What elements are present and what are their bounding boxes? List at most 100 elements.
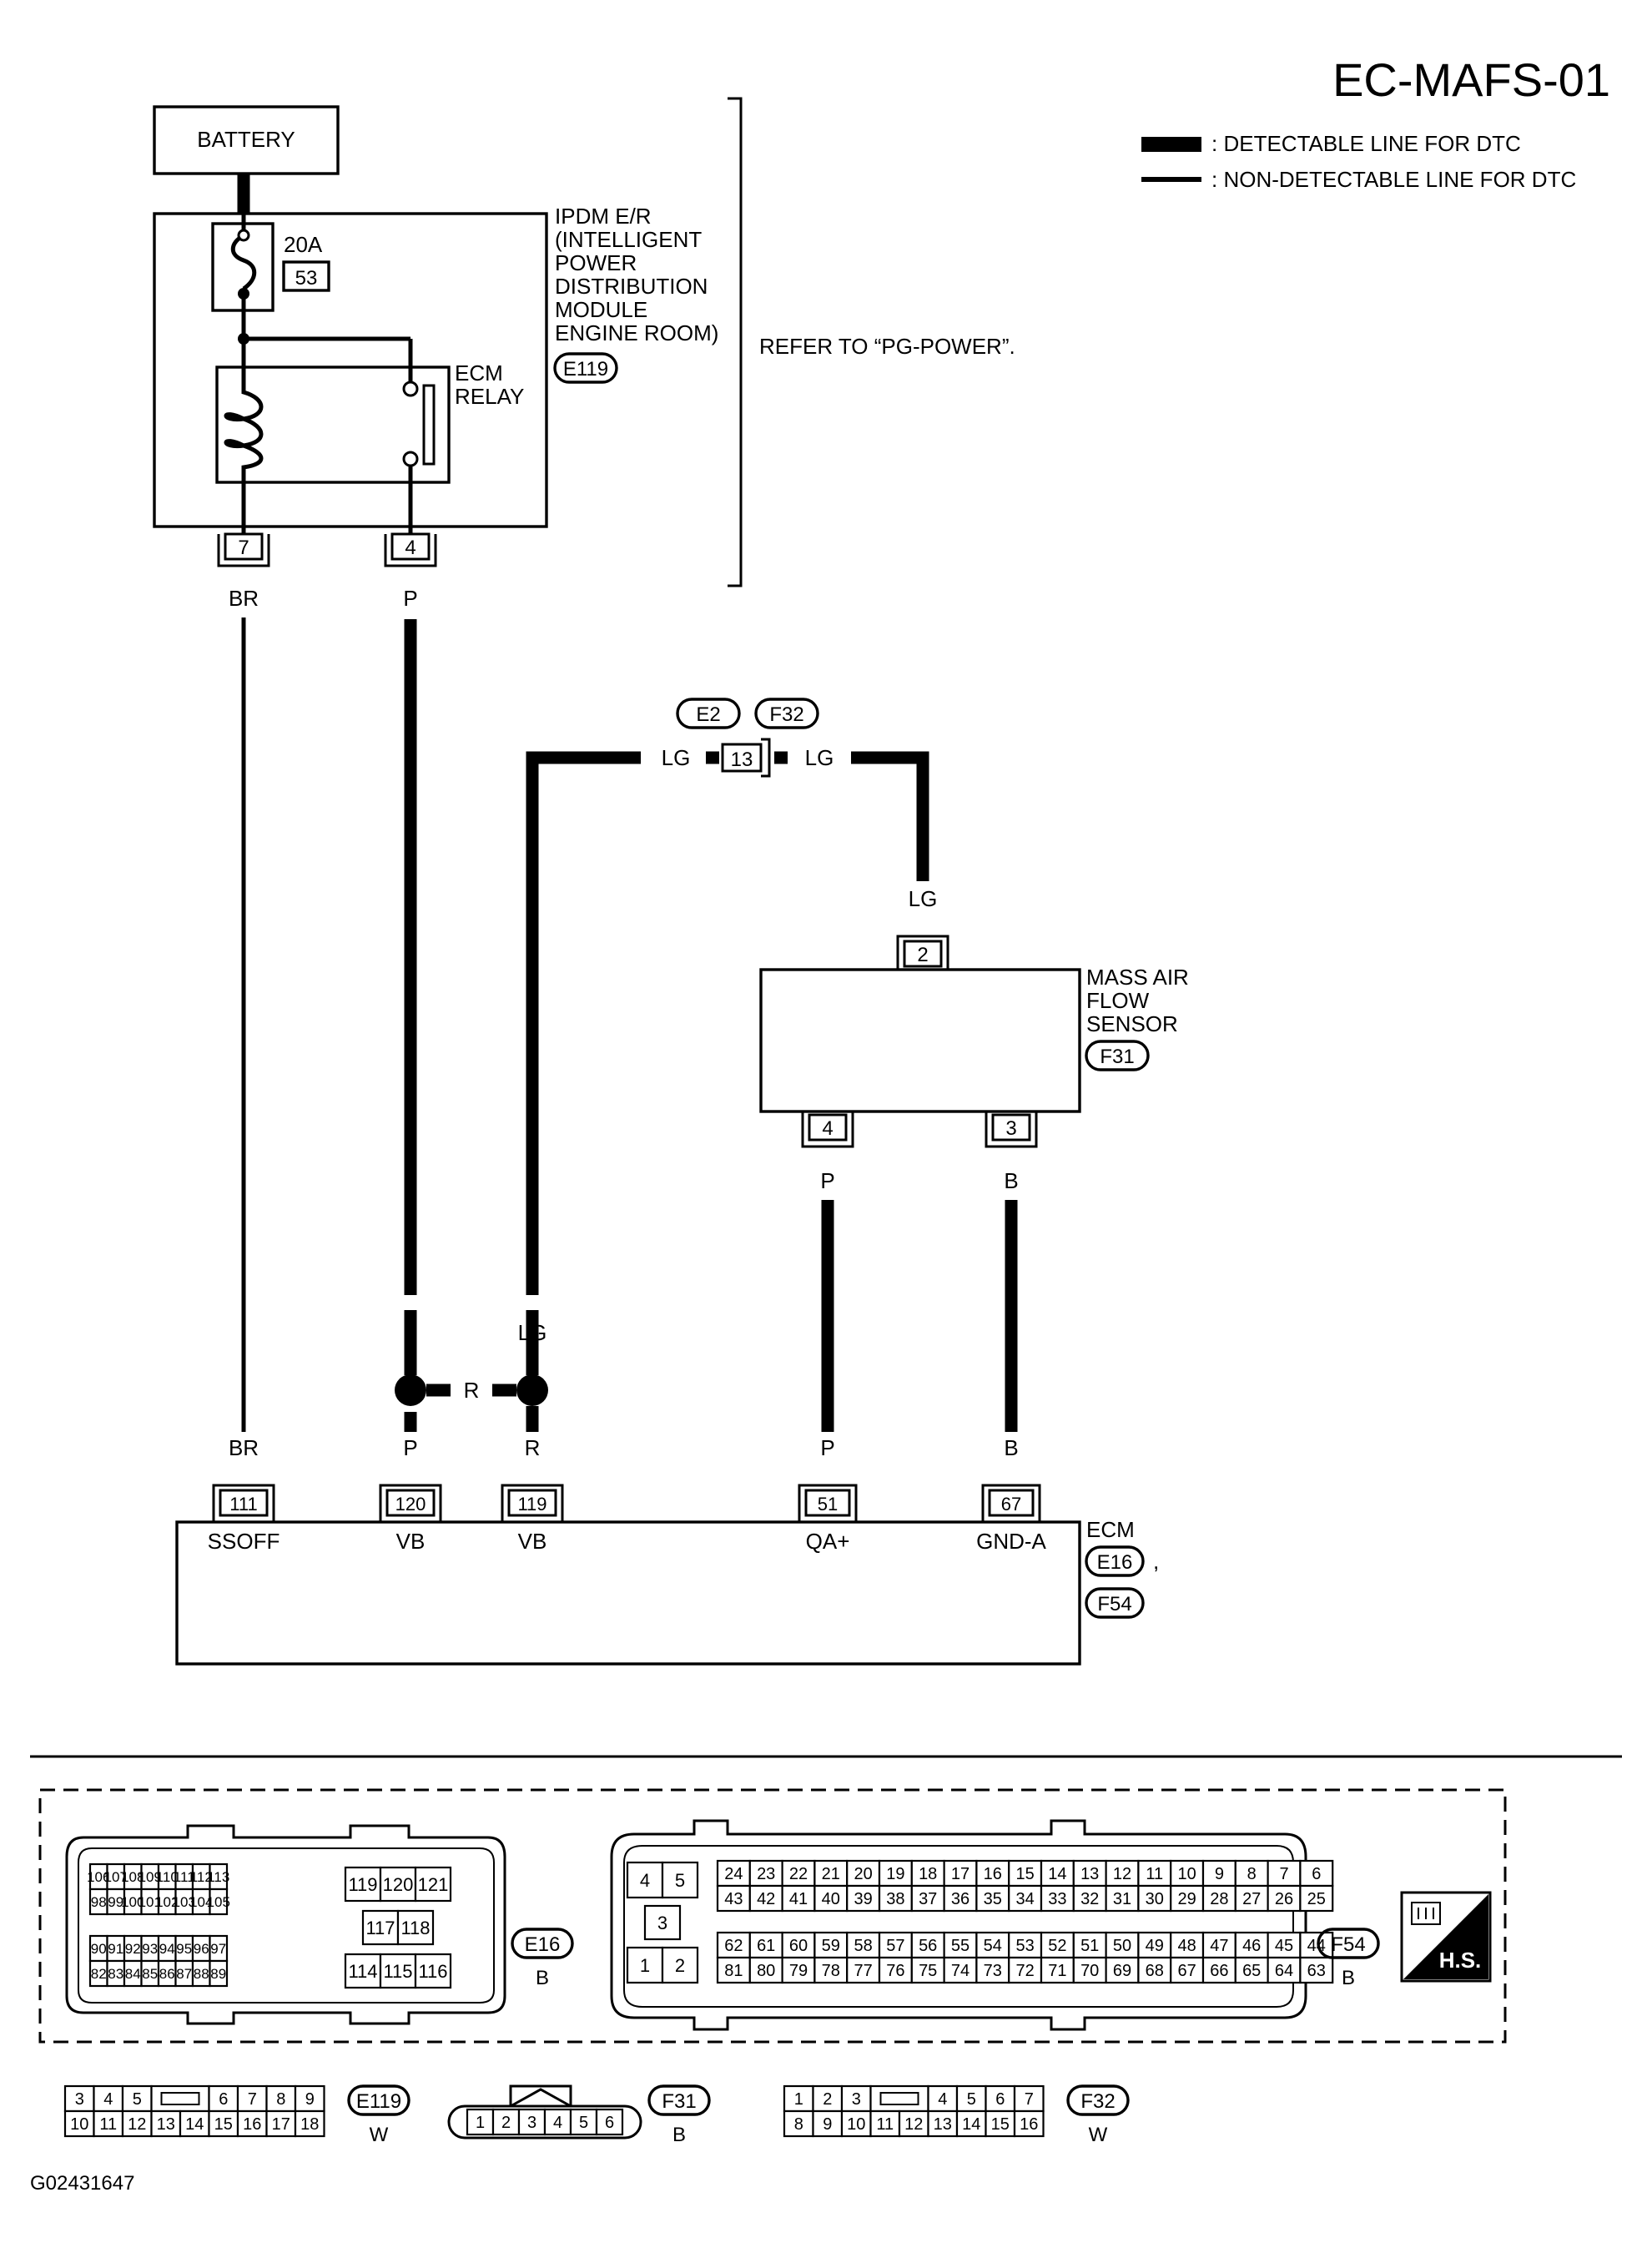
svg-text:42: 42 bbox=[757, 1890, 775, 1908]
f31-pin-5: 5 bbox=[569, 2108, 598, 2136]
e16-pin-115: 115 bbox=[379, 1953, 417, 1989]
e119-pin-9: 9 bbox=[294, 2084, 325, 2113]
legend-detectable-label: : DETECTABLE LINE FOR DTC bbox=[1211, 131, 1521, 156]
svg-text:3: 3 bbox=[657, 1913, 667, 1933]
svg-text:11: 11 bbox=[876, 2115, 894, 2134]
svg-text:110: 110 bbox=[156, 1869, 179, 1885]
svg-text:11: 11 bbox=[99, 2115, 117, 2134]
f32-pin-2: 2 bbox=[812, 2084, 844, 2113]
svg-text:114: 114 bbox=[348, 1961, 377, 1982]
f31-pin-1: 1 bbox=[466, 2108, 495, 2136]
svg-text:65: 65 bbox=[1242, 1962, 1261, 1980]
svg-text:33: 33 bbox=[1048, 1890, 1066, 1908]
svg-text:SENSOR: SENSOR bbox=[1086, 1011, 1178, 1036]
svg-text:15: 15 bbox=[214, 2115, 233, 2134]
e16-connector-color: B bbox=[536, 1967, 549, 1989]
svg-text:2: 2 bbox=[501, 2114, 511, 2132]
wire-label-b-top: B bbox=[1004, 1168, 1018, 1193]
svg-text:68: 68 bbox=[1146, 1962, 1164, 1980]
f54-pin-53: 53 bbox=[1008, 1931, 1043, 1959]
f54-pin-19: 19 bbox=[878, 1859, 913, 1888]
f54-pin-24: 24 bbox=[716, 1859, 751, 1888]
svg-text:60: 60 bbox=[789, 1937, 808, 1955]
svg-text:78: 78 bbox=[822, 1962, 840, 1980]
ipdm-box bbox=[153, 212, 548, 528]
maf-sensor-label: MASS AIR FLOW SENSOR bbox=[1086, 965, 1189, 1036]
wire-lg-maf-side bbox=[851, 751, 929, 881]
svg-text:3: 3 bbox=[1005, 1117, 1016, 1140]
f32-pin-5: 5 bbox=[955, 2084, 987, 2113]
svg-text:105: 105 bbox=[207, 1894, 230, 1910]
svg-text:7: 7 bbox=[1279, 1865, 1288, 1883]
f54-pin-69: 69 bbox=[1105, 1956, 1140, 1984]
e16-pin-116: 116 bbox=[414, 1953, 452, 1989]
svg-text:97: 97 bbox=[210, 1941, 226, 1957]
f32-pin-16: 16 bbox=[1013, 2109, 1045, 2138]
ecm-connector-f54-badge bbox=[1085, 1587, 1145, 1619]
svg-text:15: 15 bbox=[991, 2115, 1010, 2134]
relay-contact-top bbox=[402, 381, 419, 397]
f32-key bbox=[869, 2084, 929, 2113]
ecm-connector-separator: , bbox=[1153, 1549, 1159, 1574]
f54-pin-15: 15 bbox=[1008, 1859, 1043, 1888]
svg-text:16: 16 bbox=[1020, 2115, 1038, 2134]
f54-pin-6: 6 bbox=[1299, 1859, 1334, 1888]
wire-lg-ecm-side bbox=[526, 751, 641, 1295]
svg-text:76: 76 bbox=[886, 1962, 904, 1980]
svg-text:118: 118 bbox=[400, 1918, 430, 1938]
f54-pin-65: 65 bbox=[1234, 1956, 1269, 1984]
maf-pin-2: 2 bbox=[896, 935, 949, 970]
ecm-terminal-vb-120: VB bbox=[396, 1529, 426, 1554]
f32-pin-8: 8 bbox=[783, 2109, 814, 2138]
f32-pin-9: 9 bbox=[812, 2109, 844, 2138]
e119-pin-8: 8 bbox=[265, 2084, 297, 2113]
f54-pin-27: 27 bbox=[1234, 1884, 1269, 1913]
f32-connector-id: F32 bbox=[1080, 2090, 1115, 2113]
svg-text:82: 82 bbox=[91, 1966, 107, 1982]
svg-text:67: 67 bbox=[1177, 1962, 1196, 1980]
svg-text:(INTELLIGENT: (INTELLIGENT bbox=[555, 227, 702, 252]
ecm-connector-e16: E16 bbox=[1097, 1551, 1133, 1574]
svg-text:MASS AIR: MASS AIR bbox=[1086, 965, 1189, 990]
e16-connector-badge bbox=[511, 1928, 574, 1959]
f32-pin-10: 10 bbox=[840, 2109, 872, 2138]
ecm-terminal-gnd-a: GND-A bbox=[976, 1529, 1046, 1554]
f54-pin-68: 68 bbox=[1137, 1956, 1172, 1984]
f32-connector-color: W bbox=[1089, 2124, 1108, 2146]
e119-connector-color: W bbox=[370, 2124, 389, 2146]
f54-pin-73: 73 bbox=[975, 1956, 1010, 1984]
e16-pin-117: 117 bbox=[361, 1909, 400, 1946]
e119-pin-15: 15 bbox=[208, 2109, 239, 2138]
svg-text:101: 101 bbox=[139, 1894, 162, 1910]
e16-pin-87: 87 bbox=[174, 1959, 194, 1988]
svg-text:9: 9 bbox=[823, 2115, 832, 2134]
f54-pin-72: 72 bbox=[1008, 1956, 1043, 1984]
svg-text:108: 108 bbox=[121, 1869, 144, 1885]
svg-text:5: 5 bbox=[579, 2114, 588, 2132]
e16-pin-109: 109 bbox=[139, 1862, 162, 1891]
svg-text:5: 5 bbox=[675, 1870, 685, 1891]
f32-pin-15: 15 bbox=[985, 2109, 1016, 2138]
svg-text:25: 25 bbox=[1307, 1890, 1326, 1908]
svg-text:81: 81 bbox=[724, 1962, 743, 1980]
ecm-pin-120: 120 bbox=[379, 1484, 442, 1522]
f32-pin-6: 6 bbox=[985, 2084, 1016, 2113]
legend-detectable-swatch bbox=[1141, 137, 1201, 152]
svg-text:116: 116 bbox=[418, 1961, 447, 1982]
e16-pin-121: 121 bbox=[414, 1866, 452, 1903]
wire-label-lg-right: LG bbox=[805, 745, 834, 770]
f54-pin-12: 12 bbox=[1105, 1859, 1140, 1888]
f54-pin-25: 25 bbox=[1299, 1884, 1334, 1913]
f54-pin-29: 29 bbox=[1170, 1884, 1205, 1913]
svg-text:14: 14 bbox=[1048, 1865, 1066, 1883]
fuse-number-box bbox=[282, 260, 330, 292]
e119-pin-14: 14 bbox=[179, 2109, 210, 2138]
e16-pin-112: 112 bbox=[190, 1862, 213, 1891]
svg-text:IPDM E/R: IPDM E/R bbox=[555, 204, 652, 229]
svg-text:28: 28 bbox=[1210, 1890, 1228, 1908]
svg-text:96: 96 bbox=[194, 1941, 209, 1957]
svg-text:21: 21 bbox=[822, 1865, 840, 1883]
wire-label-lg-left: LG bbox=[662, 745, 691, 770]
svg-text:40: 40 bbox=[822, 1890, 840, 1908]
f54-pin-32: 32 bbox=[1072, 1884, 1107, 1913]
